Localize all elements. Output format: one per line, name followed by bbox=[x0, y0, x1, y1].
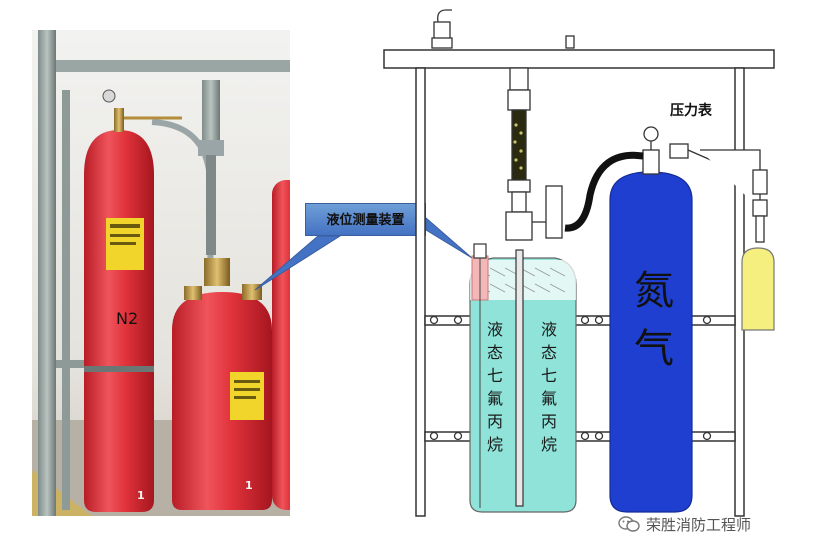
wechat-icon bbox=[618, 516, 640, 532]
n2-label: N2 bbox=[116, 309, 139, 328]
cylinder-photo bbox=[32, 30, 290, 516]
cylinder-number-right: 1 bbox=[245, 479, 253, 492]
nitrogen-tank-text: 氮气 bbox=[634, 268, 674, 372]
watermark-text: 荣胜消防工程师 bbox=[646, 515, 752, 534]
liquid-level-device-callout: 液位测量装置 bbox=[305, 203, 426, 236]
agent-tank-text-left: 液态七氟丙烷 bbox=[486, 320, 503, 454]
agent-tank-text-right: 液态七氟丙烷 bbox=[540, 320, 557, 454]
cylinder-number-left: 1 bbox=[137, 489, 145, 502]
watermark: 荣胜消防工程师 bbox=[618, 508, 751, 540]
pressure-gauge-label: 压力表 bbox=[670, 103, 712, 119]
